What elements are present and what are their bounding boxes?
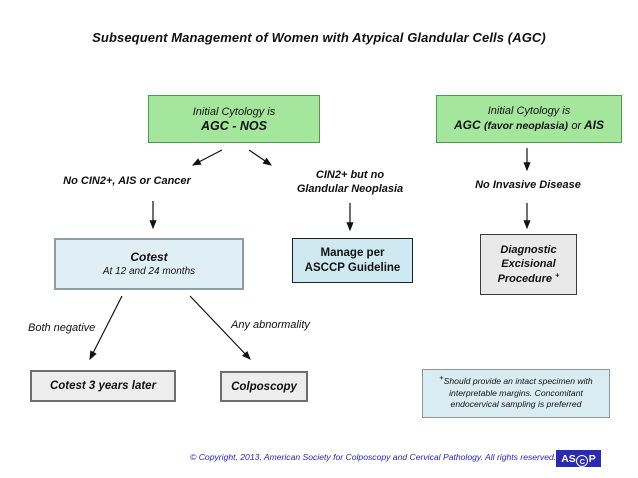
- node-line: Cotest 3 years later: [49, 380, 157, 392]
- favor-neoplasia-text: (favor neoplasia): [483, 120, 568, 132]
- node-line: ASCCP Guideline: [304, 261, 401, 274]
- footnote-body: Should provide an intact specimen with i…: [443, 376, 593, 410]
- label-no-cin2-ais-cancer: No CIN2+, AIS or Cancer: [63, 175, 191, 187]
- node-manage-asccp: Manage per ASCCP Guideline: [292, 238, 413, 283]
- node-line: Manage per: [320, 246, 385, 259]
- node-initial-cytology-agc-neoplasia: Initial Cytology is AGC (favor neoplasia…: [436, 95, 622, 143]
- copyright-text: © Copyright, 2013, American Society for …: [190, 452, 557, 462]
- label-cin2-no-glandular: CIN2+ but no Glandular Neoplasia: [262, 168, 438, 196]
- logo-letter-s: S: [568, 452, 576, 465]
- label-any-abnormality: Any abnormality: [231, 319, 310, 331]
- node-colposcopy: Colposcopy: [220, 371, 308, 402]
- label-line: Glandular Neoplasia: [296, 183, 404, 195]
- logo-letter-c: C: [579, 456, 585, 466]
- node-cotest-12-24: Cotest At 12 and 24 months: [54, 238, 244, 290]
- node-initial-cytology-agc-nos: Initial Cytology is AGC - NOS: [148, 95, 320, 143]
- ais-text: AIS: [584, 118, 605, 132]
- arrow-nos-to-nocin2: [191, 149, 223, 166]
- node-line: Cotest: [130, 250, 168, 264]
- label-both-negative: Both negative: [28, 322, 96, 334]
- footnote-marker: +: [555, 270, 560, 280]
- agc-text: AGC: [453, 118, 481, 132]
- footnote-marker: +: [439, 373, 444, 383]
- node-cotest-3-years: Cotest 3 years later: [30, 370, 176, 402]
- node-line: AGC - NOS: [201, 118, 267, 133]
- logo-letter-a: A: [561, 452, 569, 465]
- node-line: Initial Cytology is: [192, 105, 276, 118]
- node-line: AGC (favor neoplasia) or AIS: [454, 118, 604, 134]
- logo-ring-icon: C: [576, 455, 589, 467]
- node-line: Initial Cytology is: [487, 105, 571, 117]
- procedure-text: Procedure: [497, 272, 552, 285]
- footnote-box: +Should provide an intact specimen with …: [422, 369, 610, 418]
- node-line: Procedure +: [497, 270, 560, 287]
- label-no-invasive-disease: No Invasive Disease: [475, 179, 581, 191]
- node-line: Excisional: [501, 258, 556, 271]
- node-line: At 12 and 24 months: [102, 266, 196, 277]
- page-title: Subsequent Management of Women with Atyp…: [92, 30, 546, 45]
- label-line: CIN2+ but no: [315, 169, 385, 181]
- logo-letter-p: P: [588, 452, 596, 465]
- arrow-nos-to-cin2: [248, 149, 272, 166]
- node-diagnostic-excisional: Diagnostic Excisional Procedure +: [480, 234, 577, 295]
- node-line: Diagnostic: [500, 243, 557, 256]
- or-text: or: [571, 120, 582, 132]
- node-line: Colposcopy: [231, 380, 297, 393]
- footnote-text: +Should provide an intact specimen with …: [433, 373, 599, 411]
